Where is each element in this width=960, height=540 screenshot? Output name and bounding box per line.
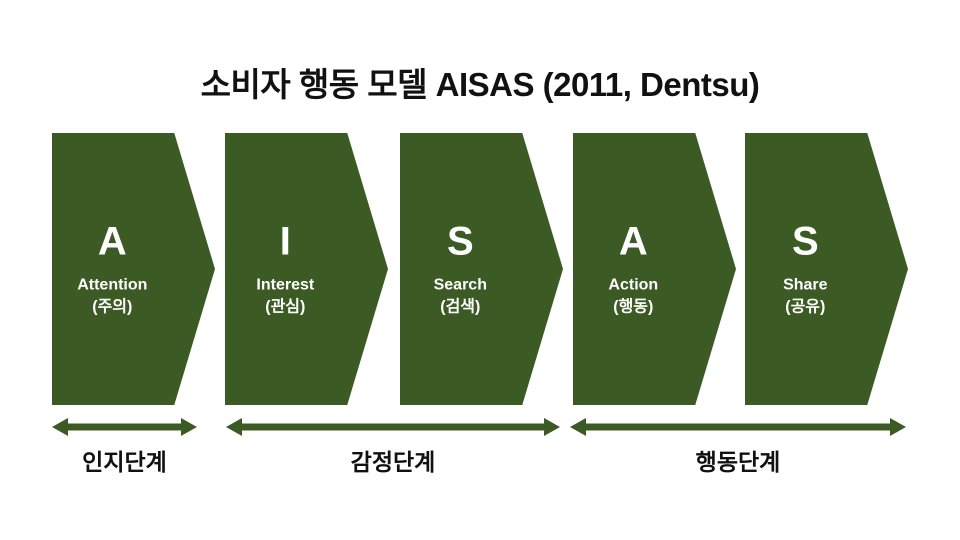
stage-chevron-attention[interactable]: A Attention (주의) bbox=[52, 133, 215, 405]
stage-english-attention: Attention bbox=[77, 276, 148, 294]
stage-chevron-action[interactable]: A Action (행동) bbox=[573, 133, 736, 405]
stage-english-interest: Interest bbox=[256, 276, 315, 294]
stage-english-share: Share bbox=[783, 276, 828, 294]
stage-english-search: Search bbox=[433, 276, 487, 294]
stage-letter-interest: I bbox=[279, 219, 291, 264]
stage-korean-action: (행동) bbox=[613, 298, 654, 315]
stage-chevron-interest[interactable]: I Interest (관심) bbox=[225, 133, 388, 405]
stage-chevron-share[interactable]: S Share (공유) bbox=[745, 133, 908, 405]
phase-grouping-row: 인지단계 감정단계 행동단계 bbox=[0, 405, 960, 505]
stage-text-interest: I Interest (관심) bbox=[225, 220, 346, 317]
page-title: 소비자 행동 모델 AISAS (2011, Dentsu) bbox=[200, 66, 760, 103]
stage-letter-action: A bbox=[618, 219, 648, 264]
stage-text-attention: A Attention (주의) bbox=[52, 220, 173, 317]
stage-text-search: S Search (검색) bbox=[400, 220, 521, 317]
phase-label-cognition: 인지단계 bbox=[82, 449, 167, 475]
stage-english-action: Action bbox=[608, 276, 659, 294]
stage-letter-share: S bbox=[791, 219, 819, 264]
phase-label-behavior: 행동단계 bbox=[695, 449, 781, 475]
stage-letter-attention: A bbox=[97, 219, 127, 264]
stage-korean-attention: (주의) bbox=[92, 298, 133, 315]
double-arrow-icon bbox=[226, 418, 560, 436]
aisas-stage-row: A Attention (주의) I Interest (관심) S Searc… bbox=[0, 133, 960, 405]
stage-korean-interest: (관심) bbox=[265, 298, 306, 315]
phase-label-emotion: 감정단계 bbox=[350, 449, 436, 475]
stage-letter-search: S bbox=[446, 219, 474, 264]
double-arrow-icon bbox=[52, 418, 197, 436]
stage-korean-search: (검색) bbox=[440, 298, 481, 315]
stage-text-share: S Share (공유) bbox=[745, 220, 866, 317]
stage-text-action: A Action (행동) bbox=[573, 220, 694, 317]
stage-korean-share: (공유) bbox=[785, 298, 826, 315]
stage-chevron-search[interactable]: S Search (검색) bbox=[400, 133, 563, 405]
double-arrow-icon bbox=[570, 418, 906, 436]
